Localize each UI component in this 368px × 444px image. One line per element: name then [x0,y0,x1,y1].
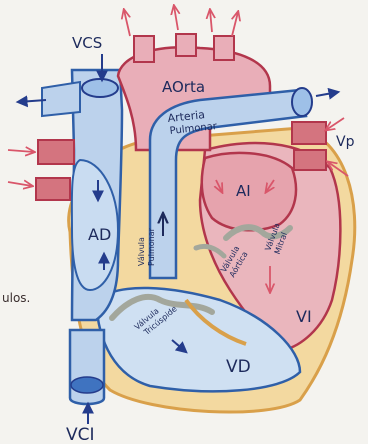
arrow-vp-1 [326,118,344,130]
label-side-text: ulos. [2,291,30,305]
aortic-branch-1 [134,36,154,62]
label-vcs: VCS [72,34,102,52]
pulmonary-vein-2 [294,150,326,170]
arrow-aorta-1 [124,10,130,36]
label-vi: VI [296,307,312,326]
svc-opening [82,79,118,97]
aortic-branch-3 [214,36,234,60]
label-vci: VCI [66,425,95,444]
label-aorta: AOrta [162,78,205,96]
label-valvula-pulmonar-1: Válvula [137,237,146,266]
pulmonary-artery-opening [292,88,312,116]
arrow-aorta-4 [232,12,238,36]
label-ai: AI [236,182,251,200]
svc-left-branch [42,82,80,116]
label-ad: AD [88,225,111,244]
pulmonary-vein-4 [36,178,70,200]
arrow-pa-right [316,92,338,96]
arrow-left-2 [8,182,32,186]
label-valvula-pulmonar-2: Pulmonar [147,227,156,266]
arrow-aorta-3 [210,10,212,32]
pulmonary-vein-3 [38,140,74,164]
inferior-vena-cava-opening [71,377,103,393]
arrow-left-1 [8,150,34,152]
arrow-aorta-2 [174,6,178,30]
label-vd: VD [226,357,251,377]
pulmonary-vein-1 [292,122,326,144]
label-vp: Vp [336,134,355,150]
aortic-branch-2 [176,34,196,56]
